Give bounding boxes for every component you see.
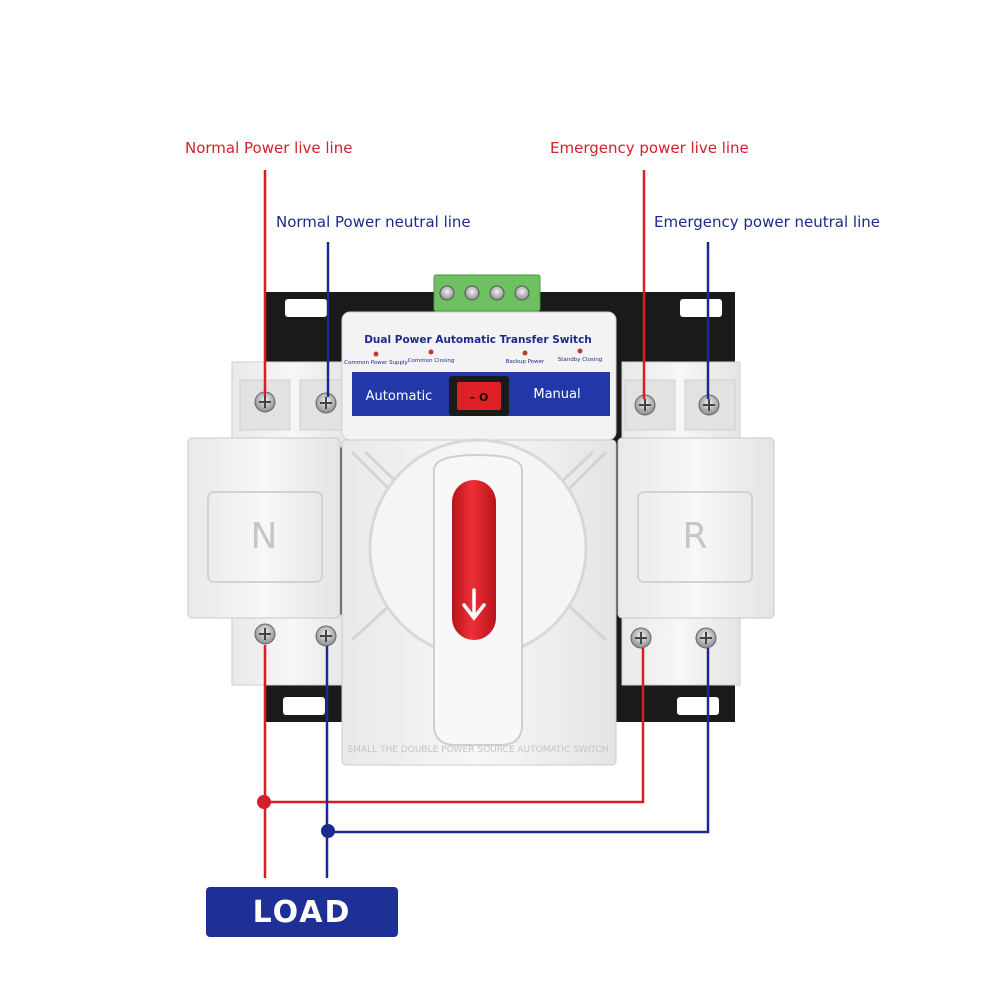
left-module-letter: N xyxy=(251,516,278,557)
emergency-live-label: Emergency power live line xyxy=(550,139,749,157)
normal-neutral-label: Normal Power neutral line xyxy=(276,213,471,231)
handle-red-strip xyxy=(452,480,496,640)
emergency-neutral-label: Emergency power neutral line xyxy=(654,213,880,231)
indicator-label: Common Power Supply xyxy=(344,360,408,366)
right-module-letter: R xyxy=(682,516,707,557)
live-wiring xyxy=(263,170,646,878)
terminal-screw xyxy=(464,285,480,301)
right-breaker-module xyxy=(617,437,775,619)
down-arrow-icon xyxy=(462,588,486,621)
indicator-label: Backup Power xyxy=(506,359,545,365)
neutral-wiring xyxy=(325,242,710,878)
rocker-label: – O xyxy=(470,391,489,404)
rail-slot xyxy=(677,697,719,715)
normal-live-label: Normal Power live line xyxy=(185,139,353,157)
terminal-screw xyxy=(514,285,530,301)
left-breaker-module xyxy=(187,437,341,619)
control-terminal-block xyxy=(433,274,541,312)
load-label: LOAD xyxy=(206,887,398,937)
terminal-screw xyxy=(489,285,505,301)
terminal-screw xyxy=(439,285,455,301)
mode-manual-label: Manual xyxy=(533,387,580,402)
indicator-label: Common Closing xyxy=(408,358,455,364)
housing-imprint: SMALL THE DOUBLE POWER SOURCE AUTOMATIC … xyxy=(347,745,608,755)
mode-automatic-label: Automatic xyxy=(366,389,433,404)
device-title: Dual Power Automatic Transfer Switch xyxy=(364,334,592,346)
neutral-junction xyxy=(321,824,335,838)
rail-slot xyxy=(283,697,325,715)
left-bottom-terminals xyxy=(231,614,353,686)
live-junction xyxy=(257,795,271,809)
rail-slot xyxy=(285,299,327,317)
indicator-label: Standby Closing xyxy=(558,357,603,363)
rail-slot xyxy=(680,299,722,317)
right-bottom-terminals xyxy=(621,614,741,686)
